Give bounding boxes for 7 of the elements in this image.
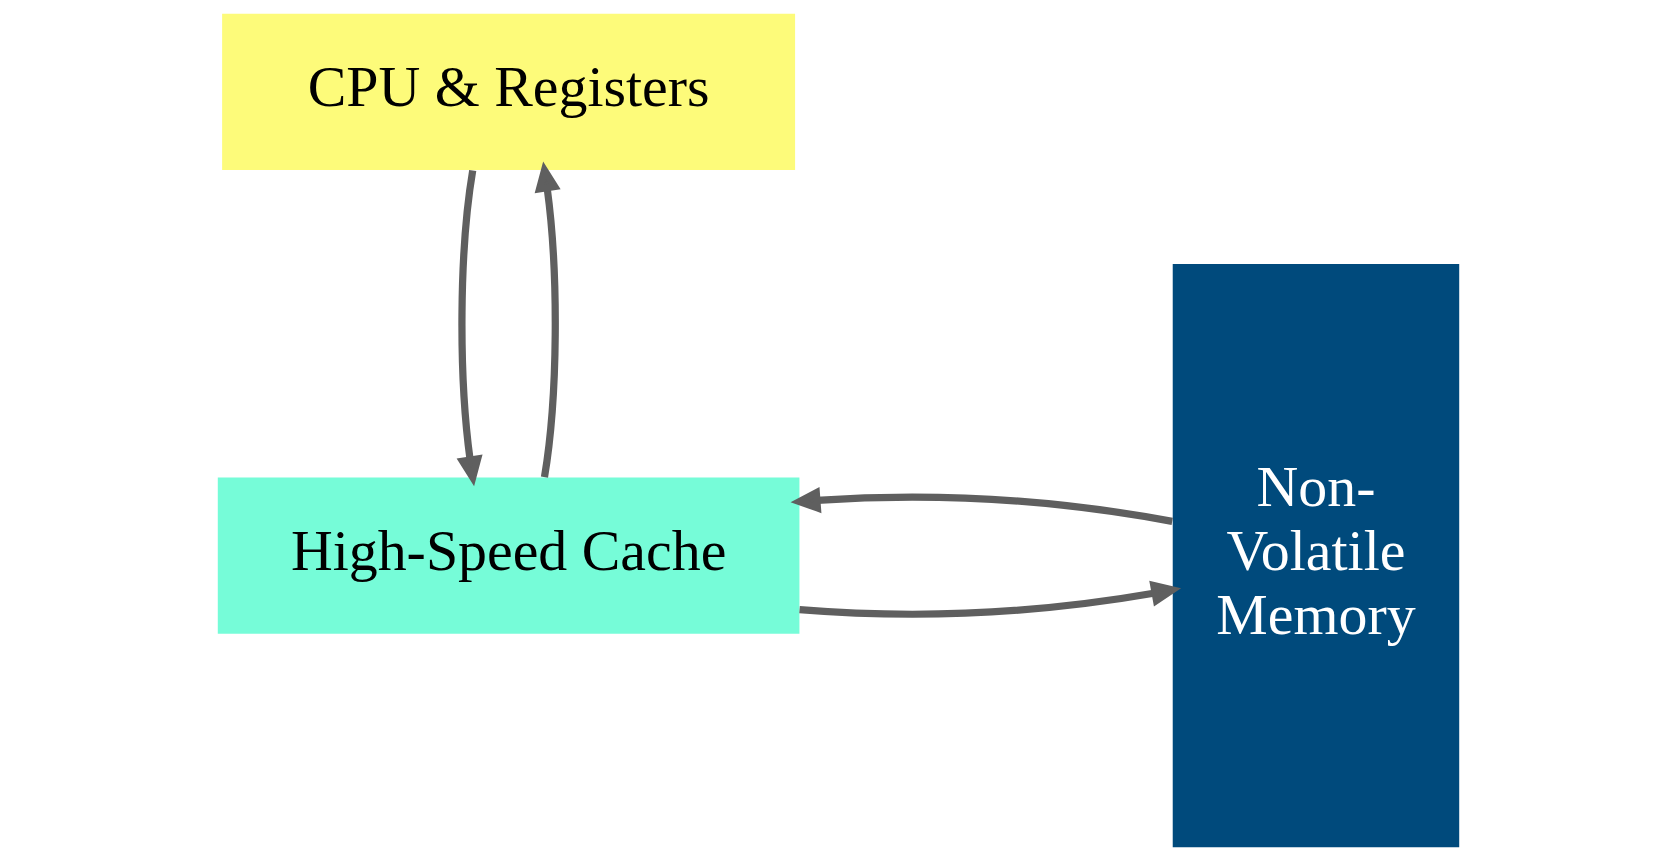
arrow (798, 580, 1181, 618)
arrow (456, 169, 483, 487)
arrow (790, 486, 1173, 525)
node-box: High-Speed Cache (217, 477, 799, 634)
node-box: Non-Volatile Memory (1172, 264, 1459, 848)
arrow (534, 161, 561, 478)
node-box: CPU & Registers (221, 13, 795, 171)
